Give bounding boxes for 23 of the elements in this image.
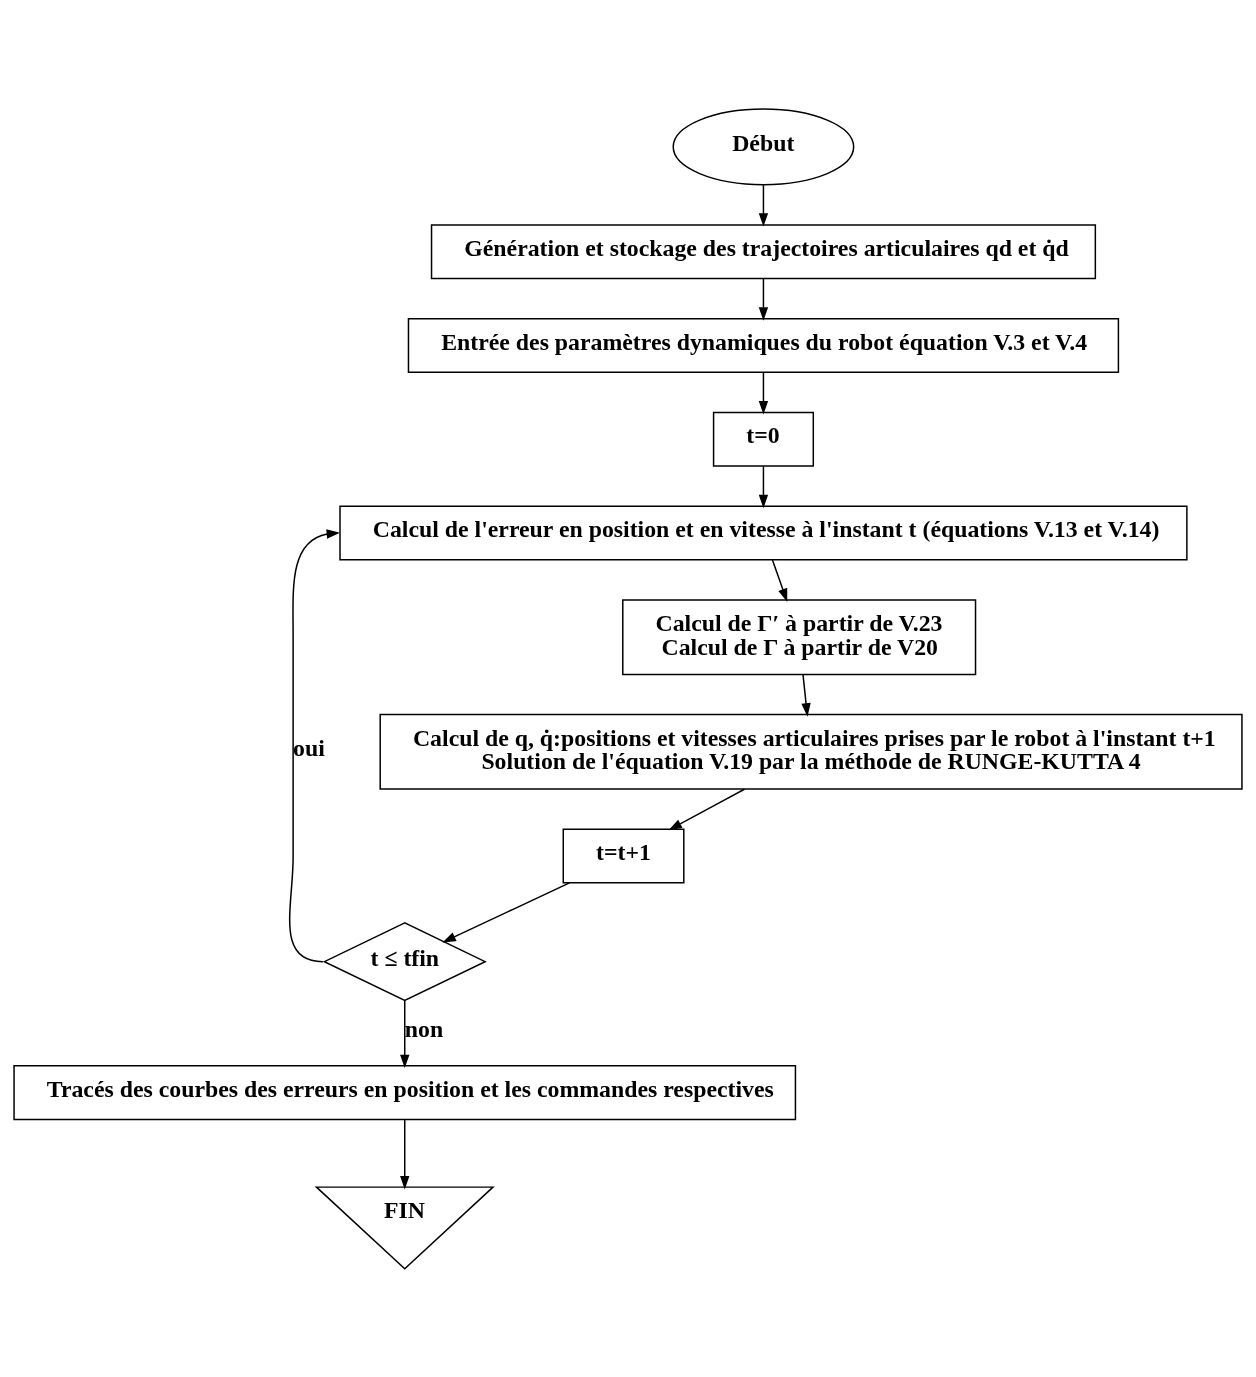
- node-box: Calcul de q, q̇:positions et vitesses articulaires prises par le robot à l'instant t+1 Solution de l'équation V.19 par la méthode de RUNGE-KUTTA 4: [379, 713, 1243, 790]
- node-box: Calcul de l'erreur en position et en vitesse à l'instant t (équations V.13 et V.14): [339, 504, 1188, 561]
- arrow: [801, 673, 811, 717]
- arrow: [771, 558, 788, 602]
- arrow: [288, 528, 340, 962]
- arrow: [668, 788, 746, 830]
- node-box: Génération et stockage des trajectoires articulaires qd et q̇d: [430, 223, 1097, 279]
- arrow: [758, 371, 769, 414]
- arrow: [758, 465, 769, 508]
- edge-label: oui: [293, 734, 325, 761]
- arrow: [400, 1118, 410, 1189]
- arrow: [758, 183, 769, 227]
- node-box: Tracés des courbes des erreurs en position et les commandes respectives: [13, 1064, 797, 1120]
- node-box: Entrée des paramètres dynamiques du robot équation V.3 et V.4: [407, 317, 1120, 373]
- node-ellipse: Début: [672, 107, 855, 185]
- node-box: t=t+1: [562, 827, 685, 883]
- arrow: [758, 277, 769, 321]
- edge-label: non: [404, 1015, 444, 1042]
- arrow: [400, 999, 410, 1068]
- arrow: [442, 881, 571, 942]
- node-box: t=0: [712, 411, 815, 467]
- node-diamond: t ≤ tfin: [322, 921, 487, 1001]
- node-box: Calcul de Γ′ à partir de V.23 Calcul de Γ à partir de V20: [622, 598, 977, 675]
